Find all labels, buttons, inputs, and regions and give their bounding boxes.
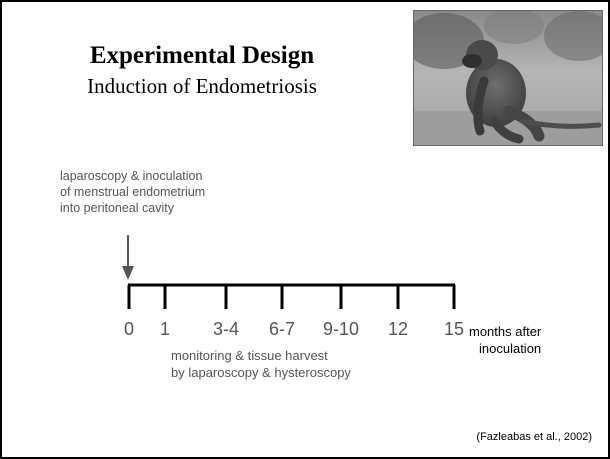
tick-labels: 0 1 3-4 6-7 9-10 12 15 (124, 319, 464, 339)
inoculation-label-line-2: of menstrual endometrium (60, 185, 205, 199)
unit-label-line-2: inoculation (479, 341, 541, 356)
inoculation-label-line-1: laparoscopy & inoculation (60, 169, 202, 183)
unit-label-line-1: months after (469, 324, 542, 339)
tick-label-6-7: 6-7 (269, 319, 295, 339)
tick-label-15: 15 (444, 319, 464, 339)
monitoring-label-line-1: monitoring & tissue harvest (171, 348, 328, 363)
tick-label-3-4: 3-4 (213, 319, 239, 339)
inoculation-label-line-3: into peritoneal cavity (60, 201, 175, 215)
inoculation-arrow (122, 235, 134, 280)
monitoring-label-line-2: by laparoscopy & hysteroscopy (171, 365, 351, 380)
tick-label-9-10: 9-10 (323, 319, 359, 339)
tick-label-0: 0 (124, 319, 134, 339)
tick-marks (129, 285, 454, 309)
citation: (Fazleabas et al., 2002) (476, 431, 592, 443)
tick-label-12: 12 (388, 319, 408, 339)
tick-label-1: 1 (160, 319, 170, 339)
